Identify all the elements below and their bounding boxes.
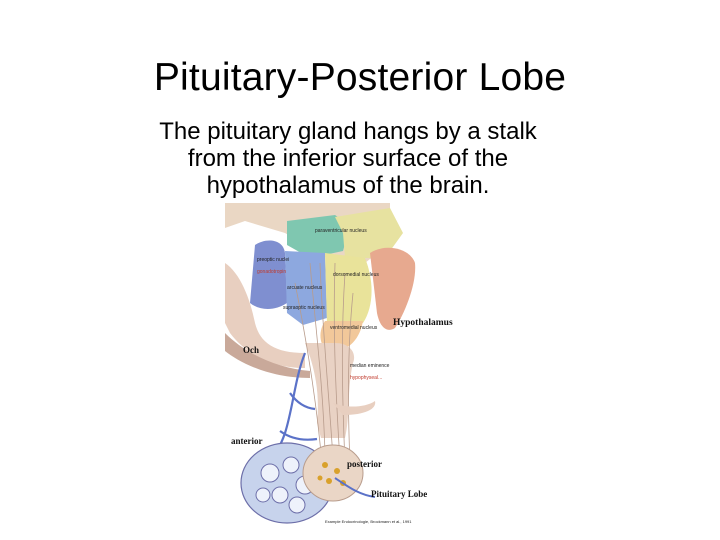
label-preoptic-red: gonadotropin xyxy=(257,269,286,275)
posterior-lobe xyxy=(302,444,364,502)
label-credit: Example Endocrinologie, Brockmann et al.… xyxy=(325,519,412,524)
mammillary-body xyxy=(370,247,416,330)
yellow-nucleus xyxy=(335,208,403,258)
label-anterior: anterior xyxy=(231,436,263,446)
label-och: Och xyxy=(243,345,259,355)
label-ventromedial: ventromedial nucleus xyxy=(330,325,378,331)
arcuate-nucleus xyxy=(285,251,327,325)
label-preoptic: preoptic nuclei xyxy=(257,257,289,263)
anterior-lobe-cells xyxy=(255,456,315,514)
pituitary-stalk xyxy=(305,343,355,438)
body-text: The pituitary gland hangs by a stalk fro… xyxy=(0,118,696,199)
page-title: Pituitary-Posterior Lobe xyxy=(153,56,567,99)
optic-chiasm-region xyxy=(225,263,305,368)
dorsomedial-nucleus xyxy=(325,253,372,325)
label-median: median eminence xyxy=(350,363,390,369)
label-pituitary-lobe: Pituitary Lobe xyxy=(371,489,427,499)
label-posterior: posterior xyxy=(347,459,382,469)
label-median-red: hypophyseal... xyxy=(350,375,382,381)
preoptic-nucleus xyxy=(250,240,287,309)
label-dorsomedial: dorsomedial nucleus xyxy=(333,272,379,278)
body-line: The pituitary gland hangs by a stalk xyxy=(159,118,537,145)
body-line: from the inferior surface of the xyxy=(187,145,509,172)
body-line: hypothalamus of the brain. xyxy=(206,172,490,199)
pituitary-illustration: paraventricular nucleus preoptic nuclei … xyxy=(225,203,475,530)
label-paraventricular: paraventricular nucleus xyxy=(315,228,367,234)
pituitary-diagram: paraventricular nucleus preoptic nuclei … xyxy=(225,203,475,530)
label-arcuate: arcuate nucleus xyxy=(287,285,323,291)
label-hypothalamus: Hypothalamus xyxy=(393,318,453,328)
paraventricular-nucleus xyxy=(287,215,350,258)
label-supraoptic: supraoptic nucleus xyxy=(283,305,325,311)
neural-fibers xyxy=(294,262,354,466)
